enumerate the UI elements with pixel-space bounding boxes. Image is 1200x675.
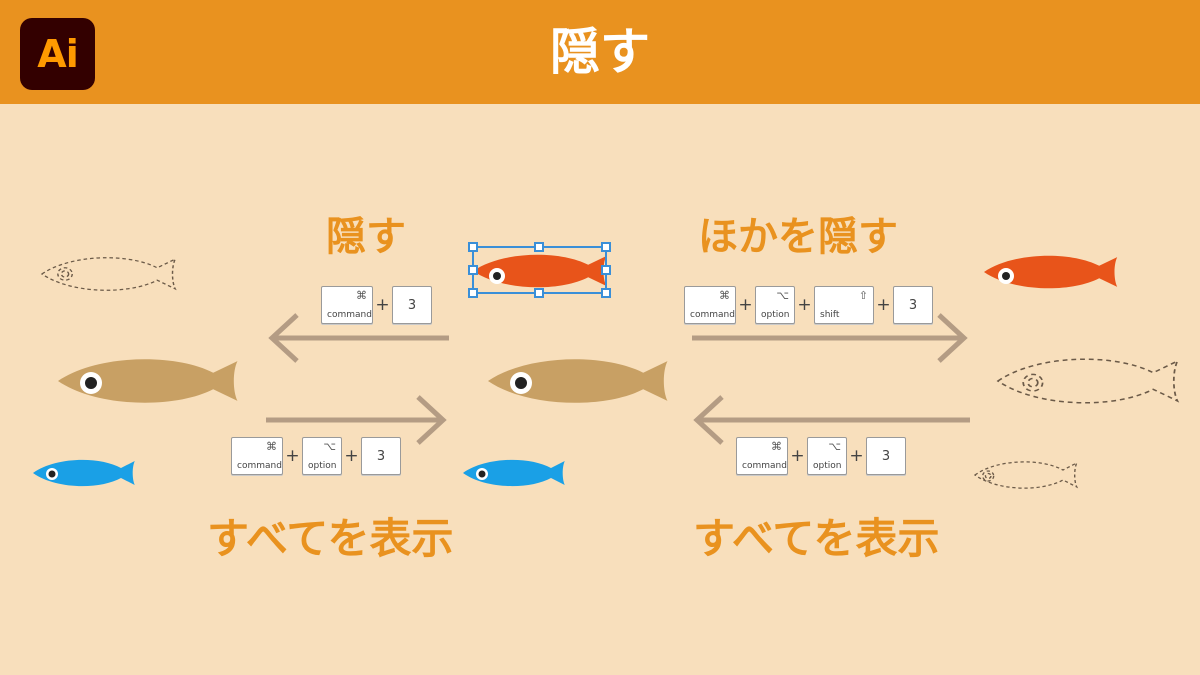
- key-shift: ⇧ shift: [814, 286, 874, 324]
- command-symbol-icon: ⌘: [356, 289, 367, 302]
- hidden-fish-outline-icon: [41, 257, 176, 291]
- key-option: ⌥ option: [755, 286, 795, 324]
- plus-sign: +: [344, 446, 359, 466]
- key-command: ⌘ command: [321, 286, 373, 324]
- key-3: 3: [361, 437, 401, 475]
- command-symbol-icon: ⌘: [266, 440, 277, 453]
- plus-sign: +: [790, 446, 805, 466]
- label-show-all: すべてを表示: [693, 514, 940, 563]
- illustrator-logo: Ai: [20, 18, 95, 90]
- orange-fish-icon: [984, 255, 1118, 289]
- tan-fish-icon: [58, 359, 238, 403]
- plus-sign: +: [738, 295, 753, 315]
- option-symbol-icon: ⌥: [828, 440, 841, 453]
- key-option: ⌥ option: [302, 437, 342, 475]
- blue-fish-icon: [33, 459, 135, 487]
- selection-handles[interactable]: [468, 242, 611, 298]
- command-symbol-icon: ⌘: [771, 440, 782, 453]
- key-command: ⌘ command: [231, 437, 283, 475]
- arrow-left-icon: [693, 395, 970, 445]
- option-symbol-icon: ⌥: [776, 289, 789, 302]
- arrow-left-icon: [268, 313, 449, 363]
- plus-sign: +: [285, 446, 300, 466]
- selected-fish-icon[interactable]: [468, 242, 611, 298]
- key-3: 3: [866, 437, 906, 475]
- label-hide-others: ほかを隠す: [698, 214, 898, 260]
- shortcut-show-all: ⌘ command + ⌥ option + 3: [736, 436, 906, 476]
- key-3: 3: [893, 286, 933, 324]
- blue-fish-icon: [463, 459, 565, 487]
- plus-sign: +: [876, 295, 891, 315]
- key-command: ⌘ command: [684, 286, 736, 324]
- command-symbol-icon: ⌘: [719, 289, 730, 302]
- key-command: ⌘ command: [736, 437, 788, 475]
- shortcut-hide: ⌘ command + 3: [321, 285, 432, 325]
- option-symbol-icon: ⌥: [323, 440, 336, 453]
- shortcut-hide-others: ⌘ command + ⌥ option + ⇧ shift + 3: [684, 285, 933, 325]
- plus-sign: +: [375, 295, 390, 315]
- shortcut-show-all: ⌘ command + ⌥ option + 3: [231, 436, 401, 476]
- arrow-right-icon: [266, 395, 447, 445]
- key-3: 3: [392, 286, 432, 324]
- arrow-right-icon: [692, 313, 968, 363]
- plus-sign: +: [849, 446, 864, 466]
- tan-fish-icon: [488, 359, 668, 403]
- label-show-all: すべてを表示: [207, 514, 454, 563]
- label-hide: 隠す: [326, 214, 406, 260]
- plus-sign: +: [797, 295, 812, 315]
- hidden-fish-outline-icon: [974, 461, 1078, 489]
- key-option: ⌥ option: [807, 437, 847, 475]
- hidden-fish-outline-icon: [997, 358, 1179, 404]
- page-title: 隠す: [550, 23, 650, 81]
- header-bar: Ai 隠す: [0, 0, 1200, 104]
- shift-symbol-icon: ⇧: [858, 289, 868, 302]
